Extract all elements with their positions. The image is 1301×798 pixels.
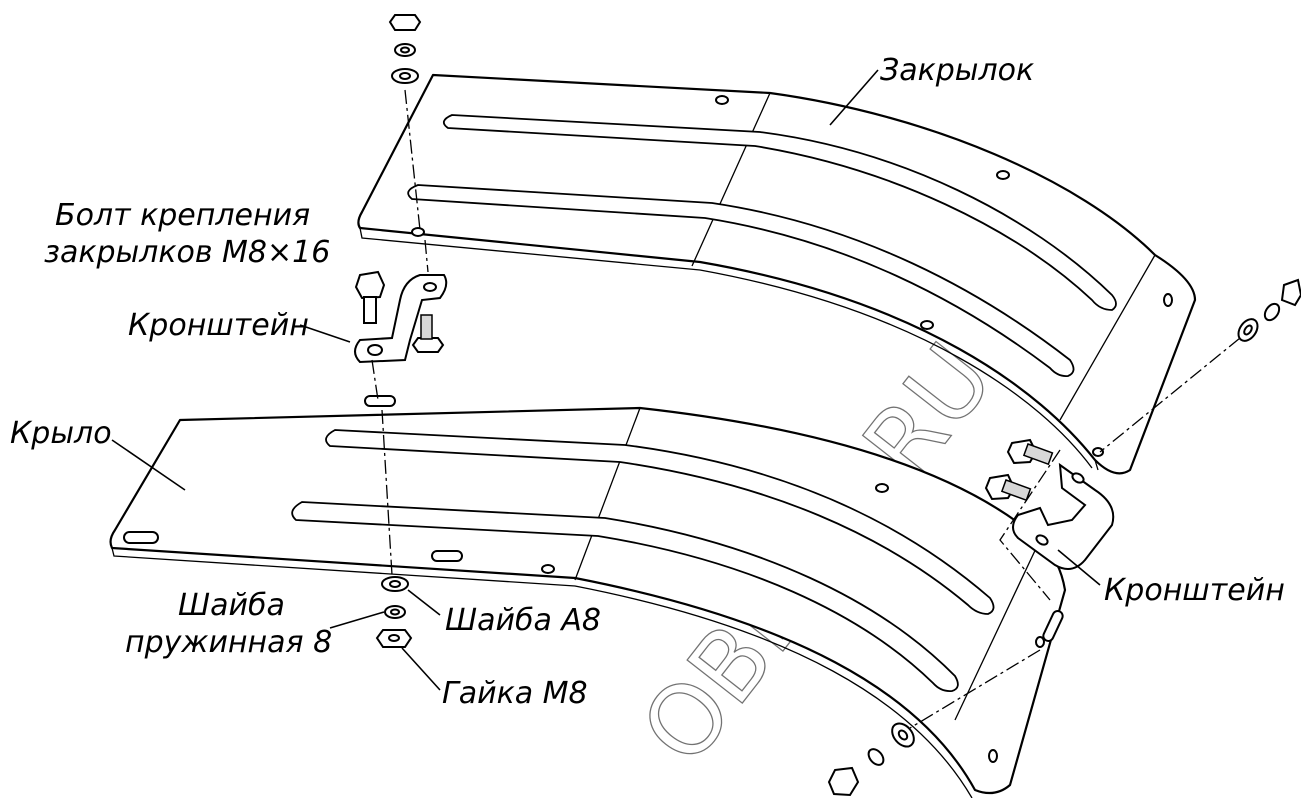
right-lower-hardware: [827, 722, 915, 797]
label-washer-spring-line2: пружинная 8: [125, 625, 332, 660]
label-bracket-right: Кронштейн: [1104, 573, 1285, 608]
label-flap: Закрылок: [880, 53, 1034, 88]
label-bolt-line1: Болт крепления: [55, 198, 310, 233]
right-upper-hardware: [1237, 278, 1301, 342]
right-bracket-assembly: [984, 438, 1115, 570]
label-wing: Крыло: [10, 416, 112, 451]
assembly-axes: [371, 89, 1241, 729]
left-bracket-assembly: [354, 270, 448, 364]
label-nut-m8: Гайка М8: [442, 676, 588, 711]
label-bracket-left: Кронштейн: [128, 308, 309, 343]
wing-part: [109, 395, 1067, 798]
label-washer-a8: Шайба А8: [445, 603, 601, 638]
label-bolt-line2: закрылков М8×16: [44, 235, 330, 270]
flap-part: [357, 73, 1197, 475]
label-washer-spring-line1: Шайба: [178, 588, 285, 623]
bottom-hardware-stack: [375, 576, 413, 648]
top-hardware-stack: [388, 14, 422, 84]
leader-lines: [111, 69, 1101, 691]
